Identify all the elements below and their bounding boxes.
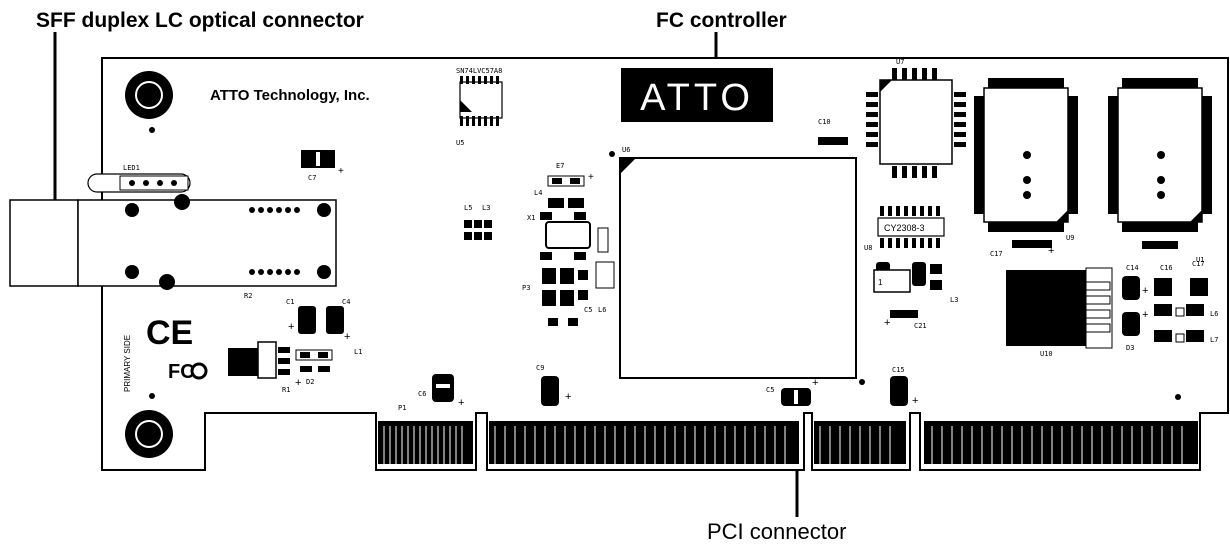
- svg-text:+: +: [588, 172, 594, 183]
- cy2308-clock-chip: [877, 206, 945, 248]
- svg-text:U5: U5: [456, 139, 464, 147]
- voltage-regulator: [1006, 267, 1113, 349]
- cy2308-label: CY2308-3: [884, 223, 925, 233]
- svg-text:C7: C7: [308, 174, 316, 182]
- power-regulator-cluster: [228, 306, 344, 379]
- svg-text:C5: C5: [584, 306, 592, 314]
- svg-text:L4: L4: [534, 189, 542, 197]
- vendor-text: ATTO Technology, Inc.: [210, 87, 370, 104]
- c7-capacitor: C7 +: [301, 150, 344, 182]
- svg-text:+: +: [288, 321, 294, 333]
- svg-text:L3: L3: [482, 204, 490, 212]
- u10-memory-chip: [1108, 78, 1212, 232]
- svg-text:C16: C16: [1160, 264, 1173, 272]
- svg-text:U6: U6: [622, 146, 630, 154]
- pci-fingers: [378, 421, 1198, 464]
- svg-text:C5: C5: [766, 386, 774, 394]
- svg-text:R2: R2: [244, 292, 252, 300]
- pci-connector-callout: PCI connector: [707, 519, 847, 544]
- svg-text:C21: C21: [914, 322, 927, 330]
- svg-text:L7: L7: [1210, 336, 1218, 344]
- svg-text:D2: D2: [306, 378, 314, 386]
- oscillator-cluster: [540, 175, 615, 326]
- led1-indicator: LED1: [87, 164, 191, 193]
- svg-text:X1: X1: [527, 214, 535, 222]
- svg-text:C4: C4: [342, 298, 350, 306]
- svg-text:C1: C1: [286, 298, 294, 306]
- svg-text:L5: L5: [464, 204, 472, 212]
- primary-side-label: PRIMARY SIDE: [123, 335, 132, 392]
- svg-text:+: +: [565, 391, 571, 403]
- svg-text:R1: R1: [282, 386, 290, 394]
- svg-text:C10: C10: [818, 118, 831, 126]
- svg-text:1: 1: [878, 278, 883, 287]
- fcc-mark: FC: [168, 361, 195, 383]
- svg-text:+: +: [1048, 245, 1054, 257]
- u9-memory-chip: [974, 78, 1078, 232]
- svg-text:+: +: [1142, 285, 1148, 297]
- l5-l3-resistors: [464, 220, 492, 240]
- svg-text:D3: D3: [1126, 344, 1134, 352]
- svg-text:E7: E7: [556, 162, 564, 170]
- svg-text:L6: L6: [1210, 310, 1218, 318]
- svg-text:C14: C14: [1126, 264, 1139, 272]
- svg-text:U10: U10: [1040, 350, 1053, 358]
- sff-optical-connector: [9, 194, 337, 290]
- svg-text:+: +: [295, 377, 301, 389]
- u7-qfp-chip: [866, 68, 966, 178]
- atto-logo: [621, 68, 773, 122]
- fc-controller-callout: FC controller: [656, 9, 787, 32]
- svg-text:L1: L1: [354, 348, 362, 356]
- svg-text:+: +: [912, 395, 918, 407]
- fc-controller-chip: [619, 157, 857, 379]
- ce-mark: CE: [146, 314, 193, 352]
- svg-text:C17: C17: [1192, 260, 1205, 268]
- sff-connector-callout: SFF duplex LC optical connector: [36, 9, 364, 32]
- svg-text:+: +: [338, 166, 344, 177]
- svg-text:+: +: [458, 397, 464, 409]
- svg-text:U8: U8: [864, 244, 872, 252]
- crystal-x2-cluster: [873, 240, 1178, 318]
- u5-label: SN74LVC57A8: [456, 67, 502, 75]
- svg-text:P1: P1: [398, 404, 406, 412]
- bottom-capacitors: [432, 374, 908, 406]
- svg-text:+: +: [344, 331, 350, 343]
- svg-text:P3: P3: [522, 284, 530, 292]
- svg-text:L3: L3: [950, 296, 958, 304]
- svg-text:C9: C9: [536, 364, 544, 372]
- svg-text:+: +: [812, 377, 818, 389]
- c10-capacitor: [818, 137, 848, 145]
- u5-chip: [459, 76, 503, 126]
- svg-text:U9: U9: [1066, 234, 1074, 242]
- svg-text:U7: U7: [896, 58, 904, 66]
- right-capacitor-cluster: [1122, 276, 1208, 343]
- svg-text:C15: C15: [892, 366, 905, 374]
- svg-text:L6: L6: [598, 306, 606, 314]
- mounting-hole-top: [125, 71, 173, 119]
- atto-logo-text: ATTO: [640, 77, 754, 119]
- svg-text:+: +: [1142, 309, 1148, 321]
- pci-finger-gaps: [383, 426, 1183, 464]
- svg-text:U1: U1: [1196, 256, 1204, 264]
- svg-text:LED1: LED1: [123, 164, 140, 172]
- mounting-hole-bottom: [125, 410, 173, 458]
- svg-text:C17: C17: [990, 250, 1003, 258]
- svg-text:C6: C6: [418, 390, 426, 398]
- svg-text:+: +: [884, 317, 890, 329]
